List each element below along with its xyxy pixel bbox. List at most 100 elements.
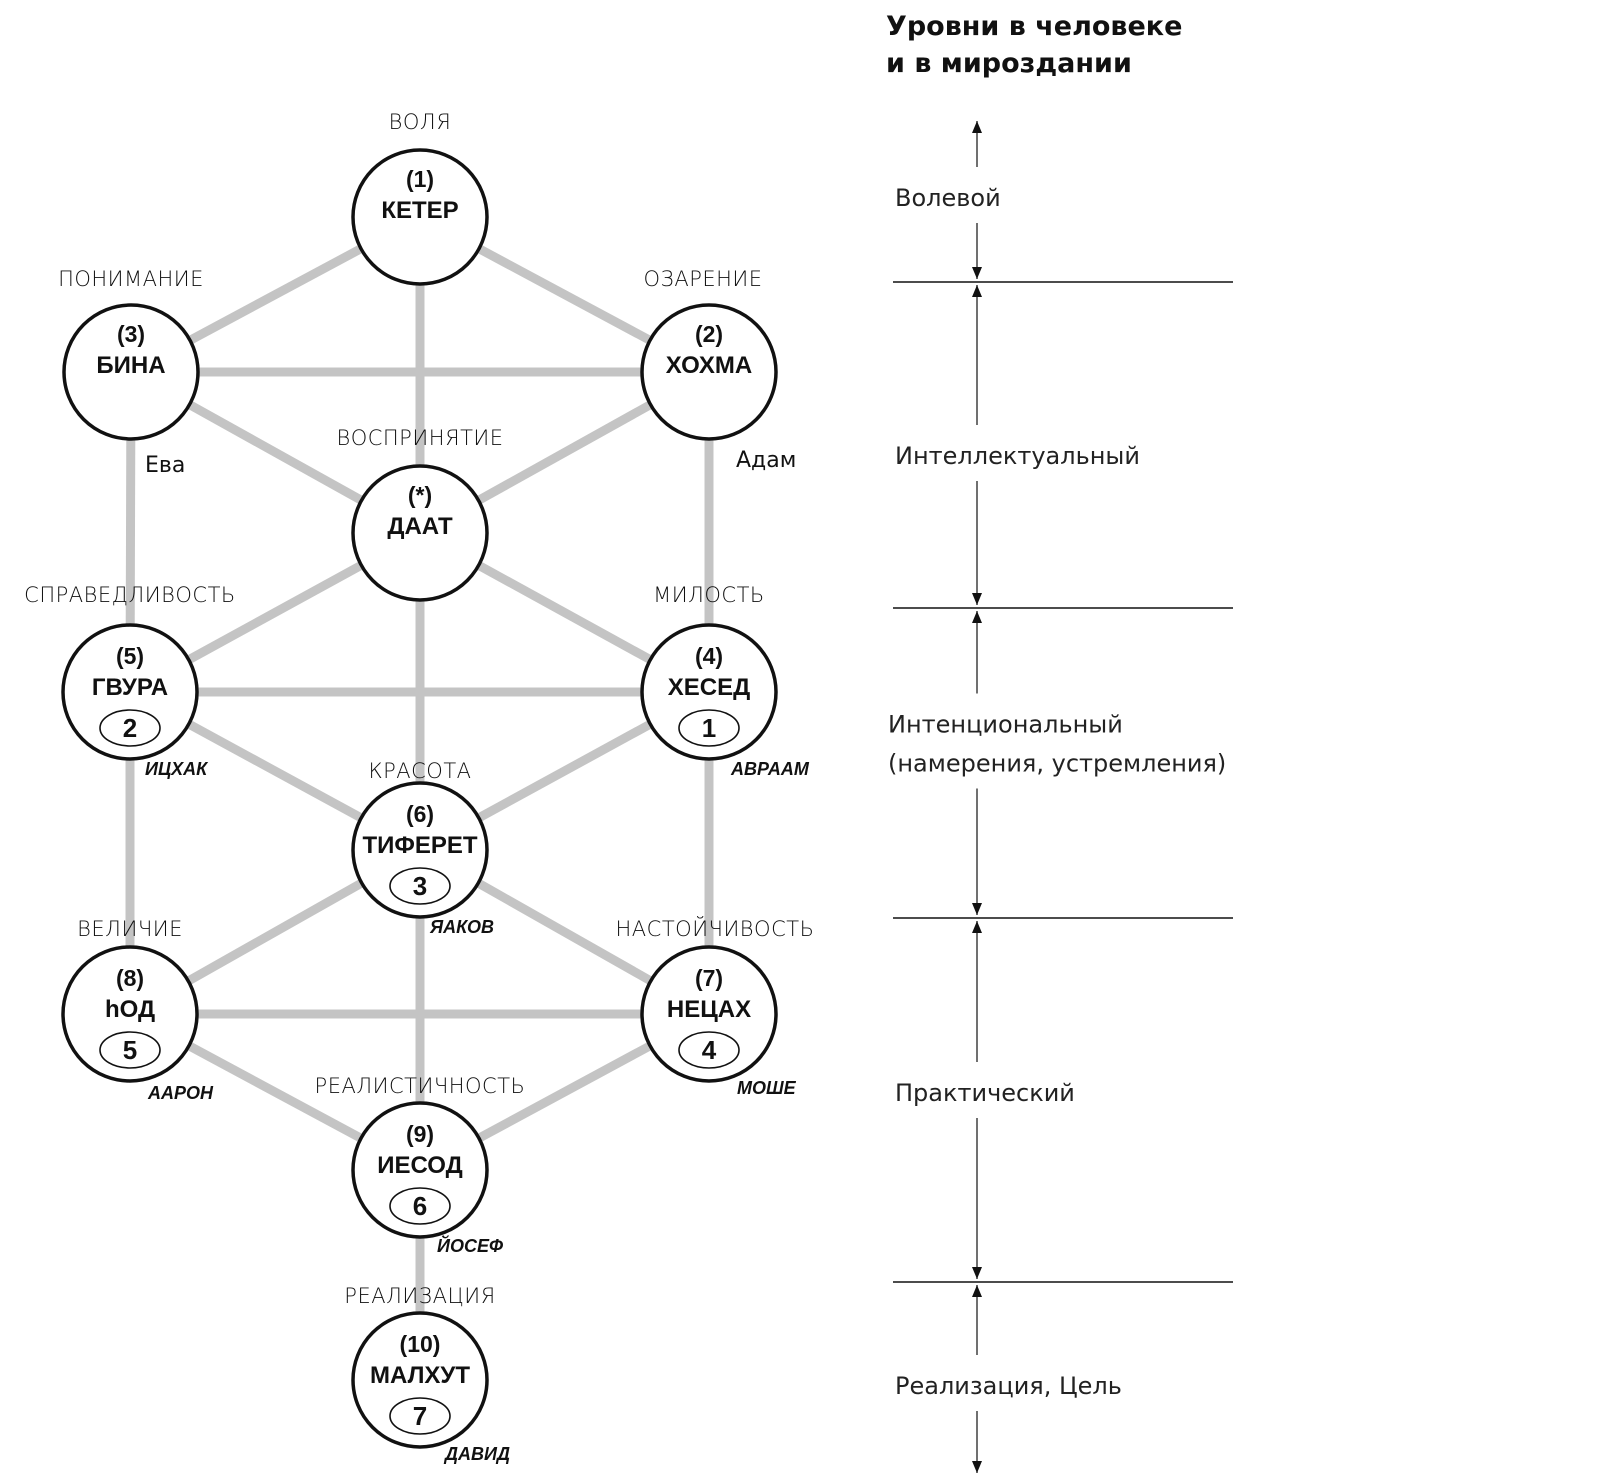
order-badge-number: 2: [123, 713, 137, 743]
sefira-malkhut: (10) МАЛХУТ 7 РЕАЛИЗАЦИЯ ДАВИД: [344, 1284, 510, 1464]
arrow-down-icon: [972, 593, 982, 605]
level-label: (намерения, устремления): [888, 750, 1226, 778]
sefira-name: КЕТЕР: [381, 197, 458, 224]
sefira-circle: [351, 1311, 489, 1449]
level-label: Интеллектуальный: [895, 442, 1140, 470]
level-realization: Реализация, Цель: [895, 1285, 1122, 1473]
order-badge-oval: [389, 867, 451, 905]
levels-title-line2: и в мироздании: [886, 48, 1132, 79]
arrow-down-icon: [972, 267, 982, 279]
order-badge-oval: [389, 1187, 451, 1225]
arrow-up-icon: [972, 921, 982, 933]
sefira-quality: СПРАВЕДЛИВОСТЬ: [24, 583, 236, 607]
sefira-circle: [61, 623, 199, 761]
levels-title-line1: Уровни в человеке: [886, 11, 1182, 42]
sefira-circle: [351, 148, 489, 286]
order-badge-number: 6: [413, 1191, 427, 1221]
sefira-circle: [61, 945, 199, 1083]
sefira-number: (9): [406, 1121, 434, 1147]
arrow-up-icon: [972, 1285, 982, 1297]
sefira-quality: НАСТОЙЧИВОСТЬ: [616, 916, 815, 941]
order-badge-number: 3: [413, 871, 427, 901]
level-label: Реализация, Цель: [895, 1372, 1122, 1400]
pillar-label-right: Адам: [736, 448, 796, 473]
sefira-keter: (1) КЕТЕР ВОЛЯ: [351, 110, 489, 286]
sefira-name: НЕЦАХ: [667, 996, 751, 1023]
patriarch-label: ИЦХАК: [145, 759, 209, 779]
sefira-daat: (*) ДААТ ВОСПРИНЯТИЕ: [336, 426, 503, 602]
sefira-name: МАЛХУТ: [370, 1362, 470, 1389]
sefira-name: ИЕСОД: [377, 1152, 462, 1179]
sefira-number: (4): [695, 643, 723, 669]
order-badge-number: 7: [413, 1401, 427, 1431]
order-badge-oval: [99, 709, 161, 747]
sefira-circle: [351, 464, 489, 602]
sefira-name: ДААТ: [387, 513, 453, 540]
sefira-name: ХОХМА: [666, 352, 752, 379]
sefira-number: (8): [116, 965, 144, 991]
sefira-quality: КРАСОТА: [368, 759, 471, 783]
patriarch-label: ДАВИД: [443, 1444, 510, 1464]
sefira-name: ТИФЕРЕТ: [362, 832, 477, 859]
sefira-number: (1): [406, 166, 434, 192]
sefira-quality: РЕАЛИСТИЧНОСТЬ: [315, 1074, 526, 1098]
sefira-name: ХЕСЕД: [668, 674, 750, 701]
level-label: Практический: [895, 1079, 1075, 1107]
sefira-circle: [62, 303, 200, 441]
level-practical: Практический: [895, 921, 1075, 1279]
sefirot-nodes: (1) КЕТЕР ВОЛЯ (2) ХОХМА ОЗАРЕНИЕ (3) БИНА ПОНИМ…: [24, 110, 814, 1464]
sefira-quality: ВЕЛИЧИЕ: [77, 917, 183, 941]
sefira-number: (5): [116, 643, 144, 669]
level-intellectual: Интеллектуальный: [895, 285, 1140, 605]
sefira-bina: (3) БИНА ПОНИМАНИЕ: [58, 267, 204, 441]
sefira-name: БИНА: [96, 352, 165, 379]
order-badge-number: 4: [702, 1035, 717, 1065]
sefira-quality: МИЛОСТЬ: [653, 583, 765, 607]
arrow-down-icon: [972, 903, 982, 915]
sefira-quality: ПОНИМАНИЕ: [58, 267, 204, 291]
patriarch-label: ЙОСЕФ: [437, 1235, 503, 1256]
level-label: Интенциональный: [888, 711, 1123, 739]
sefira-circle: [640, 945, 778, 1083]
sefira-quality: РЕАЛИЗАЦИЯ: [344, 1284, 495, 1308]
sefira-name: hОД: [105, 996, 155, 1023]
sefira-number: (6): [406, 801, 434, 827]
sefira-yesod: (9) ИЕСОД 6 РЕАЛИСТИЧНОСТЬ ЙОСЕФ: [315, 1074, 526, 1256]
patriarch-label: ААРОН: [147, 1083, 214, 1103]
sefira-circle: [351, 1101, 489, 1239]
sefira-circle: [640, 303, 778, 441]
sefira-name: ГВУРА: [92, 674, 168, 701]
sefira-circle: [351, 781, 489, 919]
level-volitional: Волевой: [895, 121, 1001, 279]
sefira-gvura: (5) ГВУРА 2 СПРАВЕДЛИВОСТЬ ИЦХАК: [24, 583, 236, 779]
sefira-number: (3): [117, 321, 145, 347]
sefira-number: (*): [408, 482, 432, 508]
order-badge-number: 5: [123, 1035, 137, 1065]
sefira-quality: ВОЛЯ: [389, 110, 452, 134]
sefira-number: (10): [400, 1331, 441, 1357]
patriarch-label: АВРААМ: [730, 759, 810, 779]
sefira-circle: [640, 623, 778, 761]
arrow-up-icon: [972, 285, 982, 297]
sefira-hod: (8) hОД 5 ВЕЛИЧИЕ ААРОН: [61, 917, 214, 1103]
order-badge-oval: [678, 709, 740, 747]
arrow-down-icon: [972, 1267, 982, 1279]
levels-panel: Уровни в человеке и в мироздании Волевой…: [886, 11, 1233, 1473]
arrow-up-icon: [972, 121, 982, 133]
arrow-up-icon: [972, 611, 982, 623]
sefira-quality: ОЗАРЕНИЕ: [643, 267, 762, 291]
pillar-label-left: Ева: [145, 453, 185, 478]
sefira-hokhma: (2) ХОХМА ОЗАРЕНИЕ: [640, 267, 778, 441]
patriarch-label: МОШЕ: [737, 1078, 797, 1098]
order-badge-number: 1: [702, 713, 716, 743]
sefira-quality: ВОСПРИНЯТИЕ: [336, 426, 503, 450]
sefira-hesed: (4) ХЕСЕД 1 МИЛОСТЬ АВРААМ: [640, 583, 810, 779]
order-badge-oval: [99, 1031, 161, 1069]
sefira-number: (2): [695, 321, 723, 347]
level-intentional: Интенциональный (намерения, устремления): [888, 611, 1226, 915]
level-label: Волевой: [895, 184, 1001, 212]
order-badge-oval: [389, 1397, 451, 1435]
